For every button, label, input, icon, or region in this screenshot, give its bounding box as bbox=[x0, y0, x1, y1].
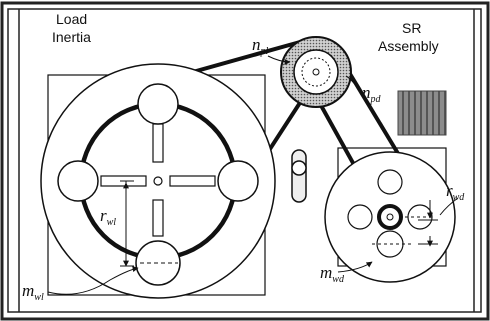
symbol-n-pd: npd bbox=[362, 83, 382, 105]
sr-assembly-label-line2: Assembly bbox=[378, 38, 439, 54]
load-weight-right bbox=[217, 160, 259, 202]
symbol-m-wl: mwl bbox=[22, 281, 44, 303]
load-wheel bbox=[40, 63, 276, 299]
hatched-block bbox=[397, 90, 447, 136]
load-weight-left bbox=[57, 160, 99, 202]
leader-lines bbox=[47, 55, 373, 295]
load-inertia-label-line1: Load bbox=[56, 11, 87, 27]
load-weight-top bbox=[137, 83, 179, 125]
symbol-r-wd: rwd bbox=[446, 181, 465, 203]
load-inertia-label-line2: Inertia bbox=[52, 29, 91, 45]
dummy-weight-left bbox=[347, 204, 373, 230]
r-wl-dimension bbox=[120, 180, 134, 267]
sr-pulley bbox=[280, 36, 352, 108]
load-weights bbox=[57, 83, 259, 286]
sr-assembly-label-line1: SR bbox=[402, 20, 421, 36]
symbol-r-wl: rwl bbox=[100, 206, 116, 228]
dummy-weight-top bbox=[377, 169, 403, 195]
r-wd-dimension bbox=[418, 197, 459, 247]
dummy-wheel bbox=[324, 151, 456, 283]
symbol-m-wd: mwd bbox=[320, 263, 345, 285]
idler-sprocket bbox=[291, 149, 307, 203]
symbol-n-pl: npl bbox=[252, 35, 269, 57]
